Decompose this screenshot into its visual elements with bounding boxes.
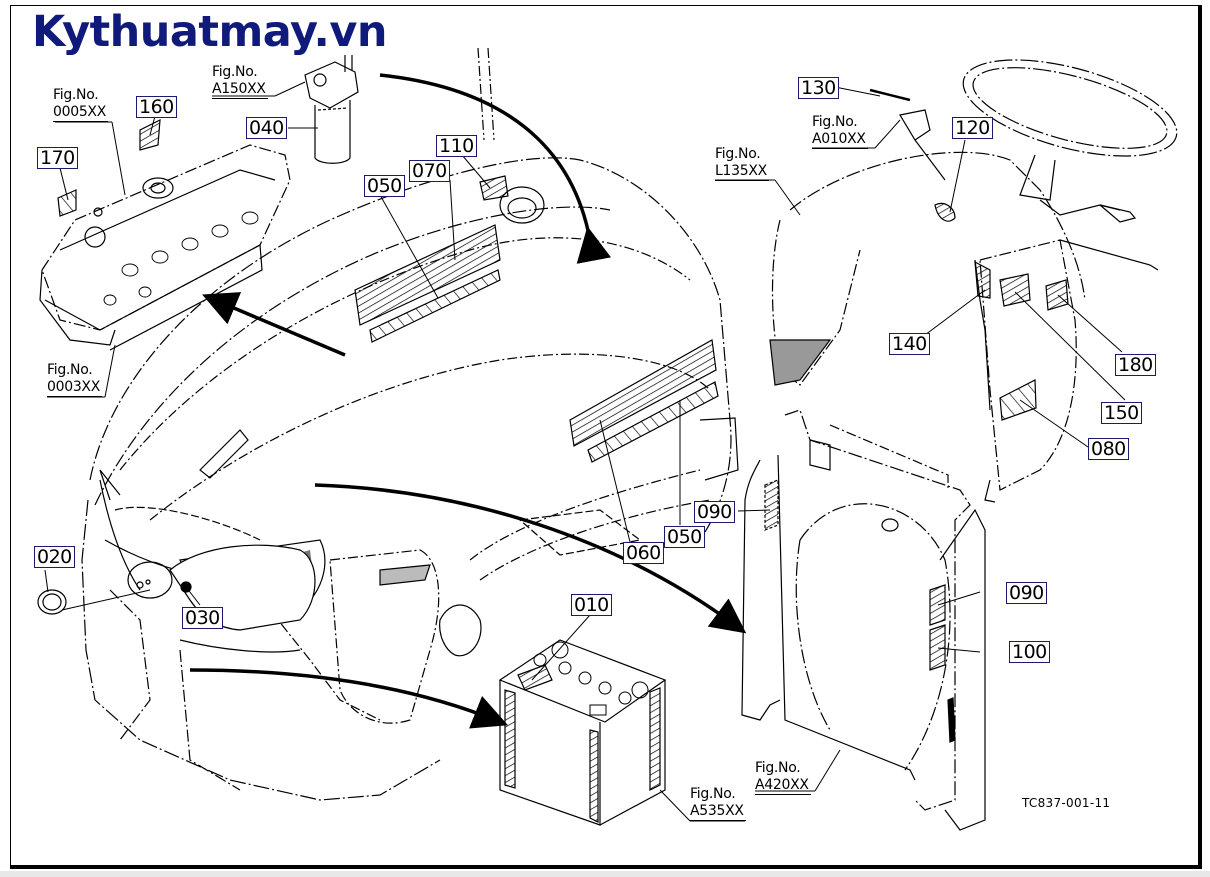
leader-lines	[44, 81, 1126, 822]
part-callout-170[interactable]: 170	[37, 147, 78, 169]
fig-code: A150XX	[212, 81, 268, 99]
part-callout-150[interactable]: 150	[1101, 402, 1142, 424]
part-callout-110[interactable]: 110	[436, 135, 477, 157]
fig-ref-l135xx[interactable]: Fig.No. L135XX	[715, 146, 769, 181]
arrow-radiator	[314, 483, 747, 634]
drawing-code: TC837-001-11	[1022, 796, 1111, 810]
bottom-strip	[0, 871, 1210, 877]
part-callout-050-side[interactable]: 050	[664, 526, 705, 548]
part-callout-160[interactable]: 160	[136, 96, 177, 118]
fig-label: Fig.No.	[715, 146, 761, 162]
fig-label: Fig.No.	[47, 362, 93, 378]
fig-code: 0003XX	[47, 379, 103, 397]
fig-label: Fig.No.	[812, 114, 858, 130]
part-callout-100[interactable]: 100	[1009, 641, 1050, 663]
radiator-frame-drawing	[741, 409, 986, 831]
part-callout-180[interactable]: 180	[1115, 354, 1156, 376]
fig-label: Fig.No.	[755, 760, 801, 776]
hood-drawing	[81, 47, 739, 801]
fig-code: 0005XX	[53, 104, 109, 122]
fig-code: A010XX	[812, 131, 868, 149]
part-callout-090-right[interactable]: 090	[1006, 582, 1047, 604]
fig-ref-a150xx[interactable]: Fig.No. A150XX	[212, 64, 268, 99]
arrow-engine-head	[202, 292, 346, 357]
fig-label: Fig.No.	[690, 786, 736, 802]
fig-ref-a535xx[interactable]: Fig.No. A535XX	[690, 786, 746, 821]
part-callout-060[interactable]: 060	[623, 542, 664, 564]
fig-label: Fig.No.	[53, 87, 99, 103]
part-callout-010[interactable]: 010	[571, 594, 612, 616]
part-callout-080[interactable]: 080	[1088, 438, 1129, 460]
part-callout-120[interactable]: 120	[952, 117, 993, 139]
fig-ref-0005xx[interactable]: Fig.No. 0005XX	[53, 87, 109, 122]
part-callout-090-left[interactable]: 090	[694, 501, 735, 523]
fig-ref-a420xx[interactable]: Fig.No. A420XX	[755, 760, 811, 795]
fuel-filter-drawing	[304, 55, 359, 164]
part-callout-040[interactable]: 040	[246, 117, 287, 139]
fig-label: Fig.No.	[212, 64, 258, 80]
emblem-drawing	[37, 589, 67, 615]
part-callout-020[interactable]: 020	[34, 546, 75, 568]
battery-drawing	[498, 639, 667, 826]
part-callout-070[interactable]: 070	[409, 160, 450, 182]
arrow-battery	[189, 668, 508, 729]
arrow-fuel-filter	[379, 73, 612, 264]
fig-code: L135XX	[715, 163, 769, 181]
dash-panel-drawing	[769, 59, 1178, 503]
part-callout-050-top[interactable]: 050	[364, 175, 405, 197]
fig-ref-a010xx[interactable]: Fig.No. A010XX	[812, 114, 868, 149]
assembly-arrows	[189, 73, 747, 729]
part-callout-140[interactable]: 140	[889, 333, 930, 355]
watermark-brand: Kythuatmay.vn	[32, 7, 388, 57]
diagram-frame	[10, 5, 1202, 869]
part-callout-130[interactable]: 130	[798, 77, 839, 99]
fig-ref-0003xx[interactable]: Fig.No. 0003XX	[47, 362, 103, 397]
part-callout-030[interactable]: 030	[182, 607, 223, 629]
fig-code: A420XX	[755, 777, 811, 795]
fig-code: A535XX	[690, 803, 746, 821]
